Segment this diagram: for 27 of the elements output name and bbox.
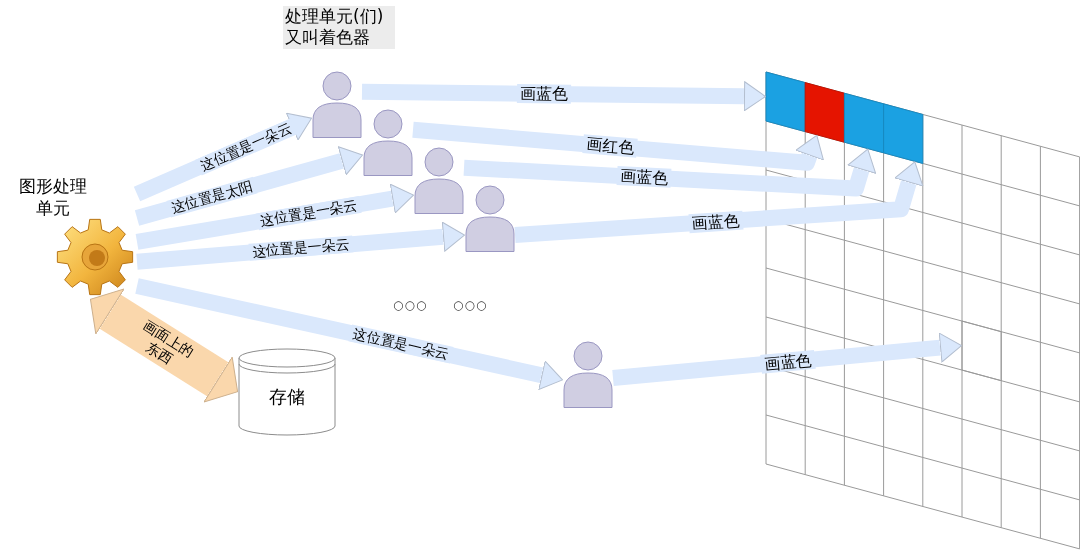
edge-label: 画蓝色	[759, 349, 816, 374]
pixel-cell	[804, 82, 845, 143]
block-arrow	[514, 159, 924, 243]
block-arrow	[361, 81, 767, 112]
person-icon	[465, 184, 515, 252]
pixel-cell	[883, 103, 924, 164]
person-icon	[312, 70, 362, 138]
pixel-cell	[765, 71, 806, 133]
edge-label: 画蓝色	[516, 84, 571, 104]
unit-label: 图形处理单元	[18, 175, 88, 220]
edge-label: 画蓝色	[688, 210, 744, 233]
group-label: 处理单元(们) 又叫着色器	[283, 6, 395, 49]
pixel-cell	[961, 320, 1002, 382]
edge-label: 这位置是一朵云	[194, 118, 297, 176]
block-arrow	[612, 332, 963, 387]
edge-label: 这位置是一朵云	[248, 235, 354, 261]
block-arrow	[412, 121, 825, 171]
person-icon	[563, 340, 613, 408]
pixel-cell	[843, 92, 885, 154]
edge-label: 画蓝色	[616, 166, 672, 189]
edge-label: 这位置是一朵云	[348, 324, 454, 364]
ellipsis-text: ○○○	[393, 298, 428, 312]
edge-label: 画红色	[582, 134, 638, 159]
block-arrow	[463, 146, 877, 197]
person-icon	[363, 108, 413, 176]
ellipsis-text: ○○○	[453, 298, 488, 312]
person-icon	[414, 146, 464, 214]
